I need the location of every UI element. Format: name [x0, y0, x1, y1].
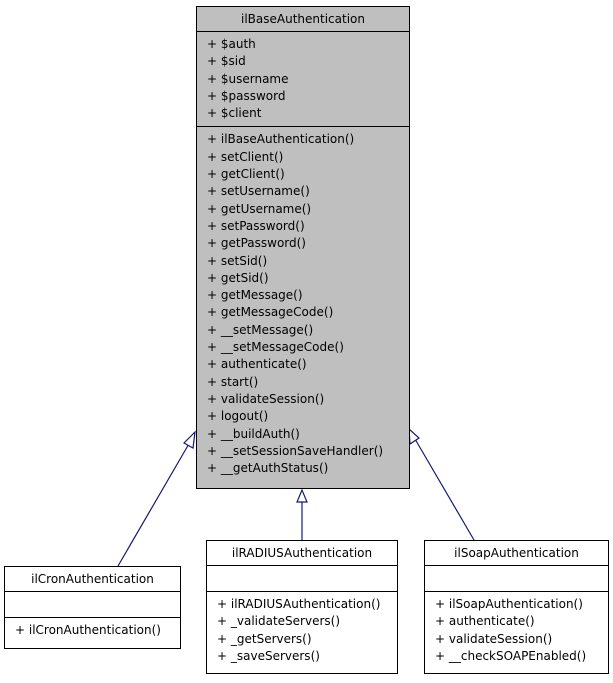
method: + getSid(): [207, 270, 269, 285]
class-ilBaseAuthentication: ilBaseAuthentication + $auth + $sid + $u…: [196, 6, 410, 489]
methods-section: + ilRADIUSAuthentication() + _validateSe…: [207, 591, 397, 669]
methods-section: + ilSoapAuthentication() + authenticate(…: [425, 591, 608, 669]
arrowhead-radius: [296, 488, 308, 503]
method: + __getAuthStatus(): [207, 461, 329, 476]
method: + validateSession(): [207, 391, 325, 406]
method: + getUsername(): [207, 201, 312, 216]
method: + ilCronAuthentication(): [15, 623, 161, 637]
method: + _getServers(): [217, 631, 312, 646]
methods-section: + ilCronAuthentication(): [5, 617, 180, 643]
method: + ilBaseAuthentication(): [207, 132, 355, 147]
method: + logout(): [207, 409, 269, 424]
class-ilCronAuthentication: ilCronAuthentication + ilCronAuthenticat…: [4, 566, 181, 649]
class-title: ilSoapAuthentication: [425, 541, 608, 566]
method: + setClient(): [207, 149, 284, 164]
method: + _saveServers(): [217, 648, 320, 663]
arrowhead-cron: [183, 430, 196, 449]
method: + setSid(): [207, 253, 268, 268]
class-ilRADIUSAuthentication: ilRADIUSAuthentication + ilRADIUSAuthent…: [206, 540, 398, 674]
class-ilSoapAuthentication: ilSoapAuthentication + ilSoapAuthenticat…: [424, 540, 609, 674]
method: + _validateServers(): [217, 614, 341, 629]
class-title: ilBaseAuthentication: [197, 7, 409, 32]
attributes-section: [425, 566, 608, 591]
method: + getPassword(): [207, 236, 306, 251]
method: + start(): [207, 374, 259, 389]
method: + __setMessage(): [207, 322, 314, 337]
attribute: + $auth: [207, 37, 256, 51]
method: + setPassword(): [207, 218, 305, 233]
method: + ilRADIUSAuthentication(): [217, 597, 381, 611]
method: + __buildAuth(): [207, 426, 300, 441]
method: + __setSessionSaveHandler(): [207, 443, 384, 458]
methods-section: + ilBaseAuthentication() + setClient() +…: [197, 126, 409, 481]
method: + getMessageCode(): [207, 305, 334, 320]
method: + authenticate(): [435, 614, 535, 629]
attributes-section: [5, 592, 180, 617]
method: + getClient(): [207, 167, 285, 182]
edge-cron-to-base: [117, 441, 191, 567]
attribute: + $username: [207, 71, 289, 86]
attribute: + $sid: [207, 54, 246, 69]
method: + getMessage(): [207, 288, 303, 303]
attribute: + $password: [207, 88, 286, 103]
attributes-section: + $auth + $sid + $username + $password +…: [197, 32, 409, 126]
method: + authenticate(): [207, 357, 307, 372]
method: + validateSession(): [435, 631, 553, 646]
class-title: ilRADIUSAuthentication: [207, 541, 397, 566]
edge-soap-to-base: [414, 438, 475, 541]
attributes-section: [207, 566, 397, 591]
arrowhead-soap: [408, 427, 420, 446]
method: + ilSoapAuthentication(): [435, 597, 583, 611]
attribute: + $client: [207, 106, 262, 121]
method: + setUsername(): [207, 184, 310, 199]
class-title: ilCronAuthentication: [5, 567, 180, 592]
method: + __setMessageCode(): [207, 340, 344, 355]
method: + __checkSOAPEnabled(): [435, 648, 587, 663]
